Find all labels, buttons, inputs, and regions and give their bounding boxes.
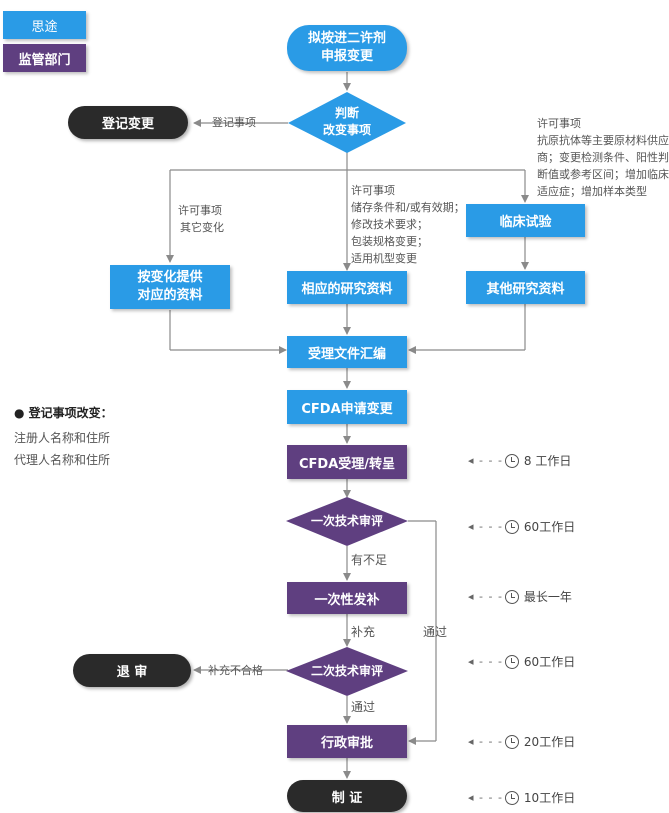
permit-list-line3: 修改技术要求； [351, 218, 428, 231]
provide-data-node: 按变化提供 对应的资料 [110, 265, 230, 309]
notes-title: 登记事项改变： [28, 406, 113, 420]
clock-icon [504, 734, 519, 749]
clock-icon [504, 519, 519, 534]
start-node-line1: 拟按进二许剂 [307, 31, 386, 46]
supplement-more-label: 补充 [351, 625, 376, 639]
permit-list-line2: 储存条件和/或有效期； [351, 201, 465, 214]
timeline-item: ◂ - - - 60工作日 [468, 518, 575, 535]
register-change-node: 登记变更 [68, 106, 188, 139]
tech-review1-label: 一次技术审评 [310, 513, 383, 528]
legend-siyuan: 思途 [3, 11, 86, 39]
pass-bypass-label: 通过 [423, 625, 448, 639]
other-data-node: 其他研究资料 [466, 271, 585, 304]
notes-line1: 注册人名称和住所 [14, 431, 111, 445]
timeline-label: 20工作日 [523, 735, 576, 749]
permit-list-line5: 适用机型变更 [351, 252, 417, 265]
tech-review1-diamond [286, 497, 408, 546]
permit-right-line2: 抗原抗体等主要原材料供应 [537, 134, 669, 147]
clock-icon [504, 654, 519, 669]
summary-node: 受理文件汇编 [287, 336, 407, 368]
timeline-item: ◂ - - - 60工作日 [468, 653, 575, 670]
permit-right-line4: 断值或参考区间；增加临床 [537, 168, 669, 181]
timeline-arrow-icon: ◂ - - - [468, 520, 503, 533]
admin-approval-node: 行政审批 [287, 725, 407, 758]
timeline-label: 8 工作日 [523, 454, 572, 468]
supplement-node: 一次性发补 [287, 582, 407, 614]
timeline-label: 60工作日 [523, 520, 576, 534]
timeline-item: ◂ - - - 20工作日 [468, 733, 575, 750]
permit-right-line1: 许可事项 [537, 117, 581, 130]
notes-line2: 代理人名称和住所 [14, 453, 111, 467]
timeline-arrow-icon: ◂ - - - [468, 454, 503, 467]
timeline-arrow-icon: ◂ - - - [468, 791, 503, 804]
timeline-item: ◂ - - - 10工作日 [468, 789, 575, 806]
timeline-arrow-icon: ◂ - - - [468, 735, 503, 748]
notes-title-row: ● 登记事项改变： [14, 405, 113, 422]
tech-review2-diamond [286, 647, 408, 696]
pass2-label: 通过 [351, 700, 376, 714]
bullet-icon: ● [14, 406, 25, 420]
start-node-line2: 申报变更 [320, 49, 373, 64]
certificate-node: 制 证 [287, 780, 407, 812]
permit-right-line5: 适应症；增加样本类型 [537, 185, 647, 198]
register-item-label: 登记事项 [212, 116, 256, 129]
permit-list-line4: 包装规格变更； [351, 235, 428, 248]
permit-list-line1: 许可事项 [351, 184, 395, 197]
timeline-label: 60工作日 [523, 655, 576, 669]
research-data-node: 相应的研究资料 [287, 271, 407, 304]
provide-data-line1: 按变化提供 [137, 270, 203, 285]
start-node: 拟按进二许剂 申报变更 [287, 25, 407, 71]
judge-diamond [288, 92, 406, 153]
clock-icon [504, 589, 519, 604]
timeline-item: ◂ - - - 8 工作日 [468, 452, 571, 469]
supplement-fail-label: 补充不合格 [208, 664, 263, 677]
permit-other-line1: 许可事项 [178, 204, 222, 217]
tech-review2-label: 二次技术审评 [310, 663, 383, 678]
timeline-item: ◂ - - - 最长一年 [468, 588, 572, 605]
judge-line1: 判断 [334, 106, 359, 120]
permit-other-line2: 其它变化 [180, 221, 224, 234]
reject-node: 退 审 [73, 654, 191, 687]
provide-data-line2: 对应的资料 [137, 288, 203, 303]
insufficient-label: 有不足 [351, 553, 388, 567]
timeline-arrow-icon: ◂ - - - [468, 590, 503, 603]
clock-icon [504, 453, 519, 468]
timeline-label: 最长一年 [523, 590, 572, 604]
legend-regulator: 监管部门 [3, 44, 86, 72]
clock-icon [504, 790, 519, 805]
permit-right-line3: 商；变更检测条件、阳性判 [537, 151, 669, 164]
clinical-trial-node: 临床试验 [466, 204, 585, 237]
cfda-apply-node: CFDA申请变更 [287, 390, 407, 424]
timeline-label: 10工作日 [523, 791, 576, 805]
timeline-arrow-icon: ◂ - - - [468, 655, 503, 668]
cfda-accept-node: CFDA受理/转呈 [287, 445, 407, 479]
judge-line2: 改变事项 [322, 123, 371, 137]
judge-label: 判断 改变事项 [300, 102, 394, 142]
